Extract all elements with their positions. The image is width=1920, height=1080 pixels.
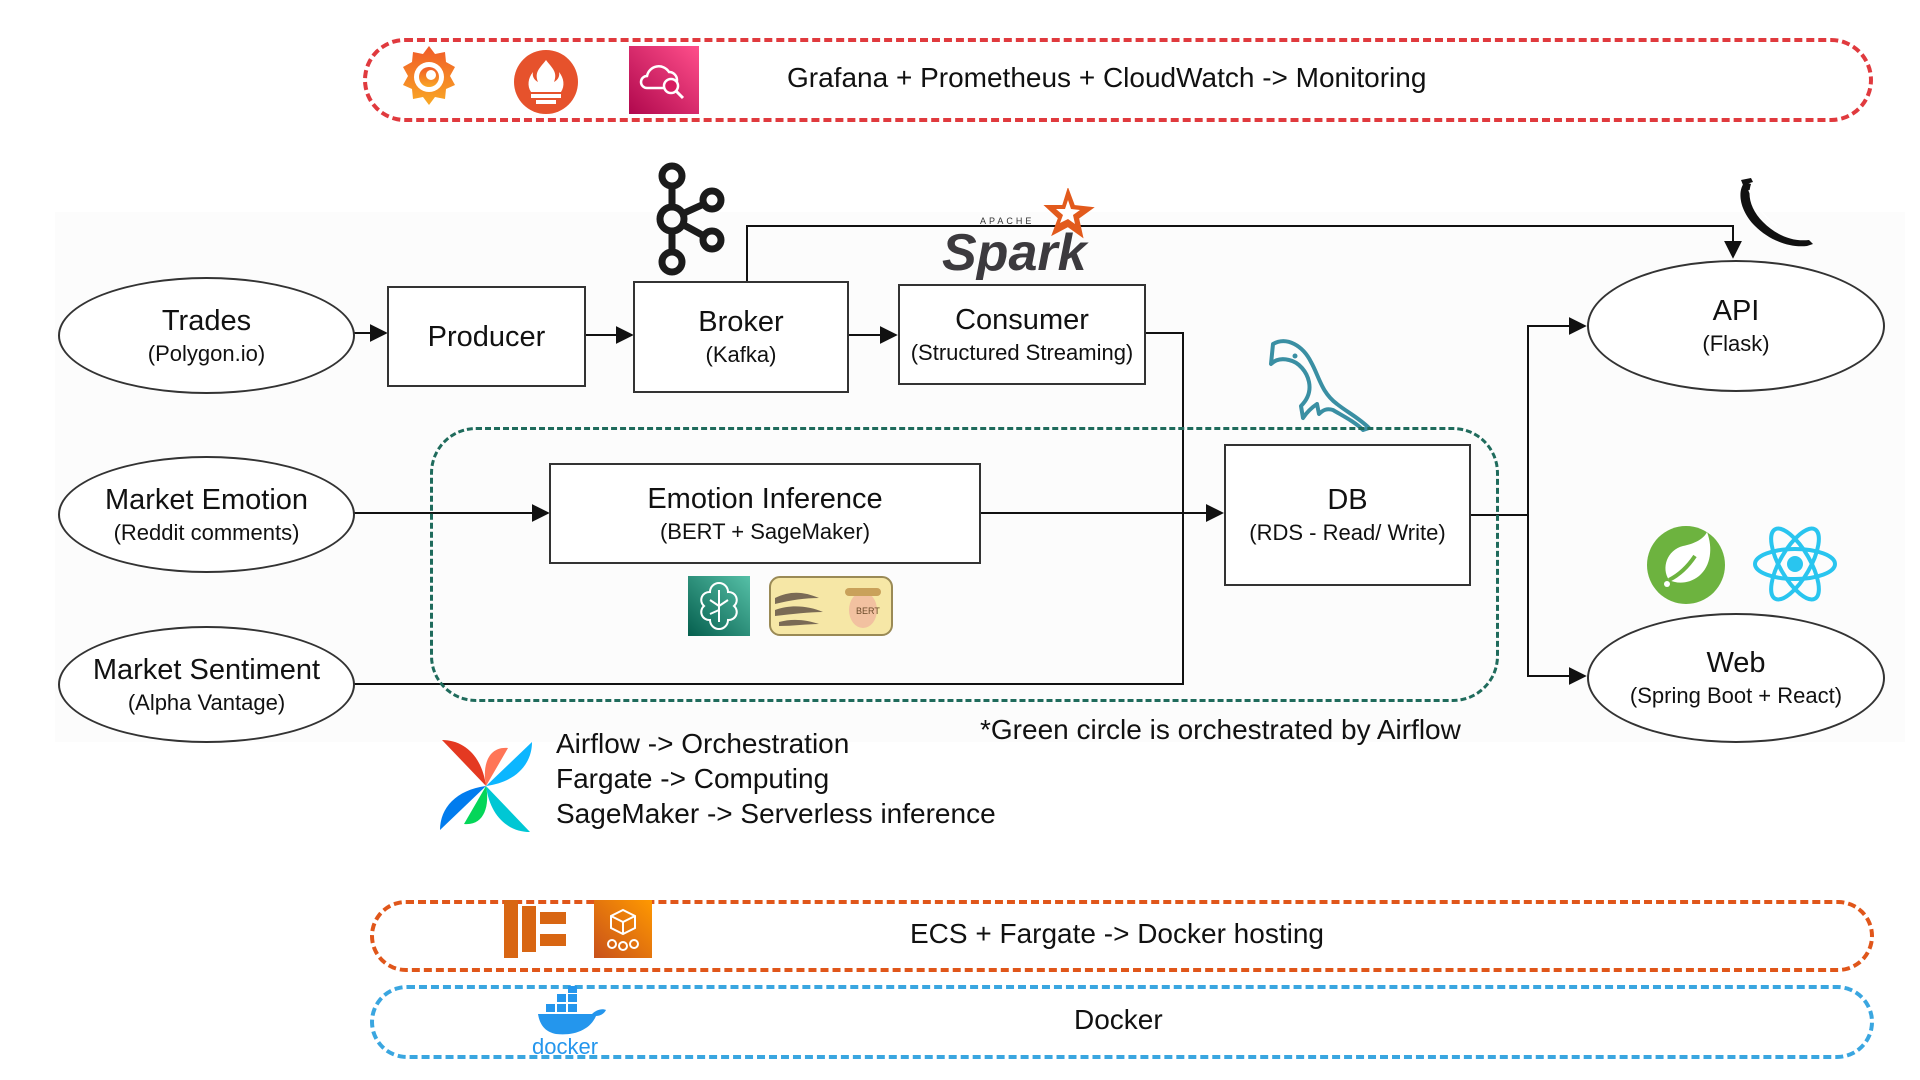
node-api: API (Flask) [1587,260,1885,392]
node-market-sentiment-sub: (Alpha Vantage) [127,689,286,715]
node-db: DB (RDS - Read/ Write) [1224,444,1471,586]
node-market-sentiment: Market Sentiment (Alpha Vantage) [58,626,355,743]
legend-line-sagemaker: SageMaker -> Serverless inference [556,798,996,829]
mysql-dolphin-icon [1269,339,1371,432]
cloudwatch-icon [629,46,699,114]
node-trades-title: Trades [161,304,252,337]
node-emotion-inference: Emotion Inference (BERT + SageMaker) [549,463,981,564]
node-consumer-title: Consumer [955,303,1089,336]
sagemaker-icon [688,576,750,636]
bert-icon: BERT [769,576,893,636]
node-emotion-inference-title: Emotion Inference [647,482,883,515]
spring-icon [1647,526,1725,604]
bert-text: BERT [856,606,880,616]
docker-icon: docker [532,986,606,1056]
node-db-sub: (RDS - Read/ Write) [1249,520,1446,545]
airflow-note: *Green circle is orchestrated by Airflow [980,714,1461,745]
edge-db-web [1527,515,1587,685]
node-consumer-sub: (Structured Streaming) [910,339,1134,365]
monitoring-band [363,38,1873,122]
node-broker-title: Broker [698,306,784,338]
ecs-icon [504,900,566,958]
grafana-icon [403,46,455,105]
spark-small-text: APACHE [980,216,1034,226]
node-web-title: Web [1706,647,1766,679]
spark-big-text: Spark [942,224,1090,280]
docker-band [370,985,1874,1059]
node-broker-sub: (Kafka) [705,342,777,367]
flask-icon [1740,178,1813,247]
prometheus-icon [514,50,578,114]
monitoring-label: Grafana + Prometheus + CloudWatch -> Mon… [787,62,1427,93]
react-icon [1753,526,1837,602]
airflow-icon [440,740,532,832]
node-api-sub: (Flask) [1702,331,1770,356]
hosting-band [370,900,1874,972]
node-web: Web (Spring Boot + React) [1587,613,1885,743]
node-consumer: Consumer (Structured Streaming) [898,284,1146,385]
hosting-label: ECS + Fargate -> Docker hosting [910,918,1324,949]
node-web-sub: (Spring Boot + React) [1629,683,1843,708]
node-market-emotion: Market Emotion (Reddit comments) [58,456,355,573]
node-producer: Producer [387,286,586,387]
node-api-title: API [1712,295,1760,327]
node-market-emotion-sub: (Reddit comments) [113,519,300,545]
node-trades: Trades (Polygon.io) [58,277,355,394]
airflow-region [430,427,1499,702]
legend-line-airflow: Airflow -> Orchestration [556,728,850,759]
edge-sentiment-db [354,513,1184,685]
node-broker: Broker (Kafka) [633,281,849,393]
edge-broker-api [746,225,1742,281]
spark-icon: APACHE Spark [942,188,1095,280]
node-emotion-inference-sub: (BERT + SageMaker) [659,518,871,544]
node-producer-title: Producer [427,320,546,353]
legend-line-fargate: Fargate -> Computing [556,763,830,794]
edge-db-api [1527,317,1587,515]
kafka-icon [656,162,725,276]
node-db-title: DB [1327,484,1368,516]
node-market-emotion-title: Market Emotion [104,483,309,516]
fargate-icon [594,900,652,958]
node-trades-sub: (Polygon.io) [147,340,266,366]
docker-label: Docker [1074,1004,1163,1035]
node-market-sentiment-title: Market Sentiment [92,653,321,686]
docker-logo-text: docker [532,1034,598,1056]
